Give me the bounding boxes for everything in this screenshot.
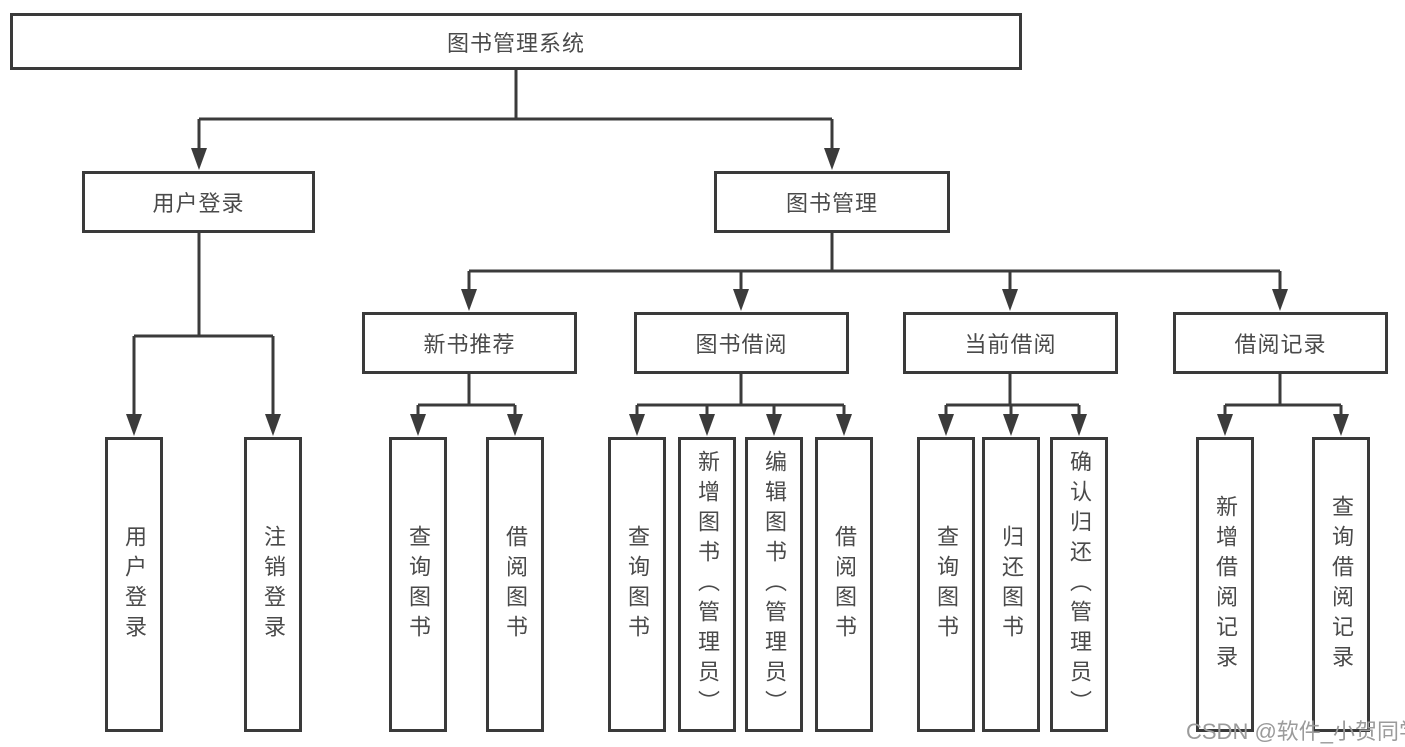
- arrowhead-icon: [1272, 289, 1288, 311]
- connector-records-to-leaves: [1217, 374, 1349, 436]
- leaf-query-books: 查询图书: [917, 437, 975, 732]
- node-current-borrowing: 当前借阅: [903, 312, 1118, 374]
- leaf-label: 查询图书: [625, 524, 650, 645]
- leaf-add-borrow-record: 新增借阅记录: [1196, 437, 1254, 732]
- leaf-borrow-books: 借阅图书: [486, 437, 544, 732]
- connector-newrec-to-leaves: [410, 374, 523, 436]
- leaf-label: 新增图书（管理员）: [695, 449, 720, 720]
- node-new-book-recommend: 新书推荐: [362, 312, 577, 374]
- node-user-login: 用户登录: [82, 171, 315, 233]
- arrowhead-icon: [733, 289, 749, 311]
- arrowhead-icon: [507, 414, 523, 436]
- leaf-add-books-admin: 新增图书（管理员）: [678, 437, 736, 732]
- leaf-query-borrow-record: 查询借阅记录: [1312, 437, 1370, 732]
- leaf-label: 借阅图书: [832, 524, 857, 645]
- arrowhead-icon: [836, 414, 852, 436]
- leaf-borrow-books: 借阅图书: [815, 437, 873, 732]
- leaf-label: 查询借阅记录: [1329, 494, 1354, 675]
- connector-login-to-leaves: [126, 233, 281, 436]
- connector-mgmt-to-level3: [461, 233, 1288, 311]
- leaf-logout: 注销登录: [244, 437, 302, 732]
- leaf-label: 借阅图书: [503, 524, 528, 645]
- leaf-edit-books-admin: 编辑图书（管理员）: [745, 437, 803, 732]
- arrowhead-icon: [629, 414, 645, 436]
- leaf-return-books: 归还图书: [982, 437, 1040, 732]
- arrowhead-icon: [1071, 414, 1087, 436]
- connector-root-to-level2: [191, 70, 840, 170]
- arrowhead-icon: [410, 414, 426, 436]
- leaf-label: 查询图书: [406, 524, 431, 645]
- arrowhead-icon: [824, 148, 840, 170]
- node-borrowing-records: 借阅记录: [1173, 312, 1388, 374]
- arrowhead-icon: [461, 289, 477, 311]
- node-root-library-system: 图书管理系统: [10, 13, 1022, 70]
- leaf-query-books: 查询图书: [608, 437, 666, 732]
- arrowhead-icon: [265, 414, 281, 436]
- leaf-query-books: 查询图书: [389, 437, 447, 732]
- leaf-label: 注销登录: [261, 524, 286, 645]
- leaf-label: 编辑图书（管理员）: [762, 449, 787, 720]
- leaf-label: 用户登录: [122, 524, 147, 645]
- leaf-label: 确认归还（管理员）: [1067, 449, 1092, 720]
- csdn-watermark: CSDN @软件_小贺同学: [1186, 719, 1405, 744]
- node-book-management: 图书管理: [714, 171, 950, 233]
- arrowhead-icon: [1002, 289, 1018, 311]
- leaf-confirm-return-admin: 确认归还（管理员）: [1050, 437, 1108, 732]
- node-book-borrowing: 图书借阅: [634, 312, 849, 374]
- arrowhead-icon: [1333, 414, 1349, 436]
- arrowhead-icon: [938, 414, 954, 436]
- arrowhead-icon: [1003, 414, 1019, 436]
- arrowhead-icon: [1217, 414, 1233, 436]
- arrowhead-icon: [126, 414, 142, 436]
- leaf-label: 查询图书: [934, 524, 959, 645]
- arrowhead-icon: [191, 148, 207, 170]
- arrowhead-icon: [766, 414, 782, 436]
- connector-current-to-leaves: [938, 374, 1087, 436]
- leaf-label: 新增借阅记录: [1213, 494, 1238, 675]
- leaf-user-login: 用户登录: [105, 437, 163, 732]
- leaf-label: 归还图书: [999, 524, 1024, 645]
- arrowhead-icon: [699, 414, 715, 436]
- connector-borrow-to-leaves: [629, 374, 852, 436]
